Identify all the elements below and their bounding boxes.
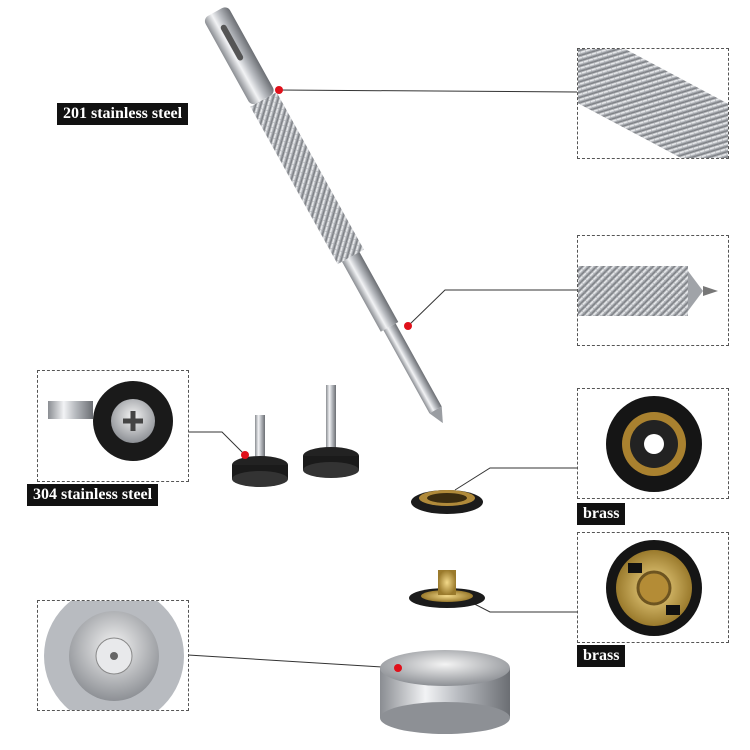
cap-detail-image (44, 601, 184, 710)
label-screw-material: 304 stainless steel (27, 484, 159, 506)
callout-lines (187, 89, 578, 669)
label-pen-material: 201 stainless steel (57, 103, 189, 125)
detail-screw-head (37, 370, 189, 482)
socket-part (411, 490, 483, 514)
screw-detail-image (48, 381, 173, 461)
detail-stud (577, 532, 729, 643)
stud-part (409, 570, 485, 608)
knurl-detail-image (578, 49, 728, 158)
detail-knurled-grip (577, 48, 729, 159)
detail-pen-tip (577, 235, 729, 346)
setting-pen (204, 7, 443, 424)
stud-detail-image (606, 540, 702, 636)
cap-part (380, 650, 510, 734)
tip-detail-image (578, 266, 718, 316)
marker-dots (241, 86, 412, 672)
detail-cap (37, 600, 189, 711)
label-socket-material: brass (577, 503, 626, 525)
socket-detail-image (606, 396, 702, 492)
detail-socket (577, 388, 729, 499)
label-stud-material: brass (577, 645, 626, 667)
screw-snaps (232, 385, 359, 487)
